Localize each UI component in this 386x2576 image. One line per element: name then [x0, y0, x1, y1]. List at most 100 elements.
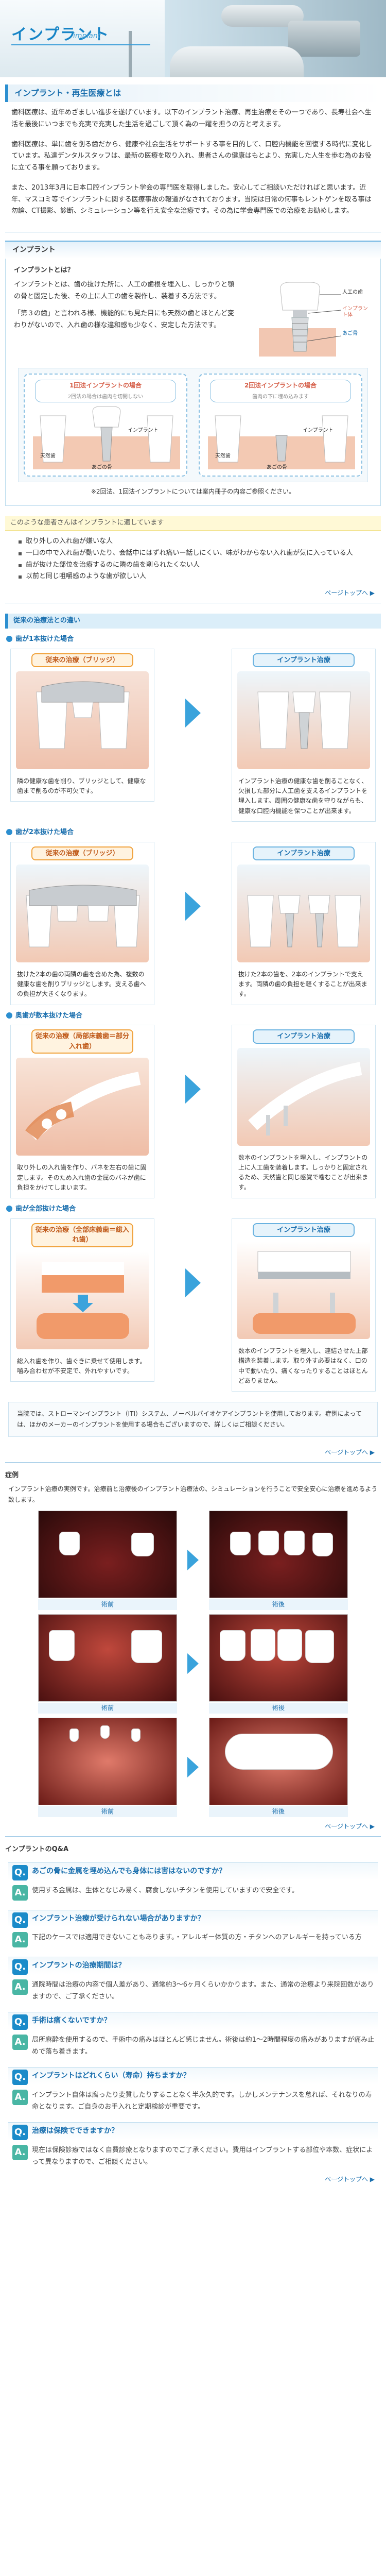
a-badge-icon: A. — [12, 2034, 28, 2050]
label-natural-tooth: 天然歯 — [215, 453, 231, 460]
case-card-implant: インプラント治療 インプラント治療の健康な歯を削ることなく、欠損した部分に人工歯… — [232, 648, 376, 822]
case-row: 従来の治療（局部床義歯＝部分入れ歯） 取り外しの入れ歯を作り、バネを左右の歯に固… — [10, 1025, 376, 1198]
after-photo — [209, 1614, 348, 1702]
what-body: インプラントとは、歯の抜けた所に、人工の歯根を埋入し、しっかりと顎の骨と固定した… — [14, 281, 235, 300]
label-bone: あごの骨 — [92, 465, 112, 471]
case-row: 従来の治療（ブリッジ） 隣の健康な歯を削り、ブリッジとして、健康な歯まで削るのが… — [10, 648, 376, 822]
case-card-desc: 抜けた2本の歯の両隣の歯を含めた為、複数の健康な歯を削りブリッジとします。支える… — [17, 971, 146, 998]
intro-paragraph: また、2013年3月に日本口腔インプラント学会の専門医を取得しました。安心してご… — [11, 183, 372, 215]
label-bone: あご骨 — [342, 331, 358, 337]
a-badge-icon: A. — [12, 1932, 28, 1948]
implant-systems-note: 当院では、ストローマンインプラント（ITI）システム、ノーベルバイオケアインプラ… — [8, 1401, 378, 1437]
bridge-illustration — [16, 671, 149, 769]
qa-answer: A.現在は保険診療ではなく自費診療となりますのでご了承ください。費用はインプラン… — [8, 2143, 378, 2171]
page-subtitle: implant — [73, 32, 101, 40]
before-photo — [38, 1614, 177, 1702]
case-card-desc: 数本のインプラントを埋入し、インプラントの上に人工歯を装着します。しっかりと固定… — [238, 1154, 369, 1191]
qa-answer: A.使用する金属は、生体となじみ易く、腐食しないチタンを使用していますので安全で… — [8, 1883, 378, 1903]
case-photo-row: 術前 術後 — [0, 1614, 386, 1714]
case-card-title: インプラント治療 — [253, 653, 355, 667]
page-top-link[interactable]: ページトップへ ▶ — [325, 2176, 375, 2183]
case-card-traditional: 従来の治療（ブリッジ） 抜けた2本の歯の両隣の歯を含めた為、複数の健康な歯を削り… — [10, 841, 154, 1005]
case-label: 歯が2本抜けた場合 — [6, 827, 380, 839]
case-card-title: 従来の治療（ブリッジ） — [31, 846, 133, 860]
intro-paragraph: 歯科医療は、単に歯を削る歯だから、健康や社会生活をサポートする事を目的して、口腔… — [11, 140, 372, 172]
arrow-icon — [187, 1757, 199, 1778]
photo-caption: 術前 — [38, 1806, 177, 1817]
case-card-desc: 数本のインプラントを埋入し、連結させた上部構造を装着します。取り外す必要はなく、… — [238, 1347, 368, 1384]
arrow-icon — [178, 649, 208, 777]
case-label: 歯が1本抜けた場合 — [6, 634, 380, 646]
photo-caption: 術後 — [209, 1702, 348, 1714]
case-card-traditional: 従来の治療（ブリッジ） 隣の健康な歯を削り、ブリッジとして、健康な歯まで削るのが… — [10, 648, 154, 802]
qa-answer: A.インプラント自体は腐ったり変質したりすることなく半永久的です。しかしメンテナ… — [8, 2088, 378, 2115]
compare-note: ※2回法、1回法インプラントについては案内冊子の内容ご参照ください。 — [91, 488, 295, 496]
section-ribbon: インプラント・再生医療とは — [5, 84, 381, 102]
case-card-desc: 取り外しの入れ歯を作り、バネを左右の歯に固定します。そのため入れ歯の金属のバネが… — [17, 1164, 147, 1191]
a-badge-icon: A. — [12, 1979, 28, 1995]
partial-denture-illustration — [16, 1058, 149, 1156]
before-photo — [38, 1717, 177, 1805]
qa-question: Q.インプラント治療が受けられない場合がありますか？ — [8, 1909, 378, 1928]
list-item: 一口の中で入れ歯が動いたり、会話中にはずれ痛いー話しにくい、味がわからない入れ歯… — [19, 548, 367, 560]
case-card-desc: 抜けた2本の歯を、2本のインプラントで支えます。両隣の歯の負担を軽くすることが出… — [238, 971, 367, 998]
implant-diagram: 人工の歯 インプラント体 あご骨 — [243, 279, 372, 357]
list-item: 取り外しの入れ歯が嫌いな人 — [19, 536, 367, 548]
qa-answer: A.下記のケースでは適用できないこともあります。・アレルギー体質の方・チタンへの… — [8, 1930, 378, 1950]
intro-paragraph: 歯科医療は、近年めざましい進歩を遂げています。以下のインプラント治療、再生治療を… — [11, 109, 372, 128]
list-item: 歯が抜けた部位を治療するのに隣の歯を削られたくない人 — [19, 560, 367, 571]
qa-question: Q.インプラントの治療期間は？ — [8, 1957, 378, 1975]
arrow-icon — [178, 842, 208, 971]
q-badge-icon: Q. — [12, 1865, 28, 1881]
arrow-icon — [187, 1653, 199, 1674]
page-top-link[interactable]: ページトップへ ▶ — [325, 1822, 375, 1830]
label-crown: 人工の歯 — [342, 290, 363, 296]
case-card-title: 従来の治療（全部床義歯＝総入れ歯） — [31, 1223, 133, 1247]
q-badge-icon: Q. — [12, 2070, 28, 2086]
photo-caption: 術前 — [38, 1702, 177, 1714]
what-body: 「第３の歯」と言われる様、機能的にも見た目にも天然の歯とほとんど変わりがないので… — [14, 309, 234, 329]
arrow-icon — [178, 1218, 208, 1347]
gallery-intro: インプラント治療の実例です。治療前と治療後のインプラント治療法の、シミュレーショ… — [8, 1485, 378, 1503]
bullet-icon — [6, 1205, 12, 1212]
bullet-icon — [6, 635, 12, 642]
case-photo-row: 術前 術後 — [0, 1717, 386, 1817]
suited-title: このような患者さんはインプラントに適しています — [5, 516, 381, 531]
arrow-icon — [178, 1025, 208, 1154]
case-card-title: インプラント治療 — [253, 1223, 355, 1238]
hero-arm — [129, 31, 132, 77]
case-photo-row: 術前 術後 — [0, 1510, 386, 1610]
q-badge-icon: Q. — [12, 2125, 28, 2141]
case-card-title: 従来の治療（ブリッジ） — [31, 653, 133, 667]
case-card-implant: インプラント治療 抜けた2本の歯を、2本のインプラントで支えます。両隣の歯の負担… — [232, 841, 376, 1005]
page-top-link[interactable]: ページトップへ ▶ — [325, 589, 375, 597]
case-card-title: インプラント治療 — [253, 846, 355, 860]
gallery-header: 症例 — [5, 1471, 19, 1479]
implant-panel: インプラントとは？ インプラントとは、歯の抜けた所に、人工の歯根を埋入し、しっか… — [5, 258, 381, 506]
implant-illustration — [237, 1047, 370, 1146]
case-card-desc: 隣の健康な歯を削り、ブリッジとして、健康な歯まで削るのが不可欠です。 — [17, 777, 146, 795]
page-top-link[interactable]: ページトップへ ▶ — [325, 1448, 375, 1456]
photo-caption: 術前 — [38, 1599, 177, 1610]
qa-answer: A.通院時間は治療の内容で個人差があり、通常約3〜6ヶ月くらいかかります。また、… — [8, 1977, 378, 2005]
case-card-traditional: 従来の治療（局部床義歯＝部分入れ歯） 取り外しの入れ歯を作り、バネを左右の歯に固… — [10, 1025, 154, 1198]
divider — [5, 1462, 381, 1463]
case-label: 歯が全部抜けた場合 — [6, 1204, 380, 1215]
case-row: 従来の治療（全部床義歯＝総入れ歯） 総入れ歯を作り、歯ぐきに乗せて使用します。噛… — [10, 1218, 376, 1392]
case-card-title: インプラント治療 — [253, 1029, 355, 1044]
photo-caption: 術後 — [209, 1806, 348, 1817]
hero-equipment — [288, 21, 360, 57]
case-card-implant: インプラント治療 数本のインプラントを埋入し、インプラントの上に人工歯を装着しま… — [232, 1025, 376, 1198]
label-abutment: インプラント体 — [342, 306, 368, 318]
case-row: 従来の治療（ブリッジ） 抜けた2本の歯の両隣の歯を含めた為、複数の健康な歯を削り… — [10, 841, 376, 1005]
after-photo — [209, 1510, 348, 1598]
q-badge-icon: Q. — [12, 1912, 28, 1928]
bullet-icon — [6, 1012, 12, 1019]
arrow-icon — [187, 1550, 199, 1571]
label-implant: インプラント — [128, 428, 159, 434]
intro-text: 歯科医療は、近年めざましい進歩を遂げています。以下のインプラント治療、再生治療を… — [0, 102, 386, 229]
qa-question: Q.手術は痛くないですか？ — [8, 2012, 378, 2030]
a-badge-icon: A. — [12, 1885, 28, 1901]
